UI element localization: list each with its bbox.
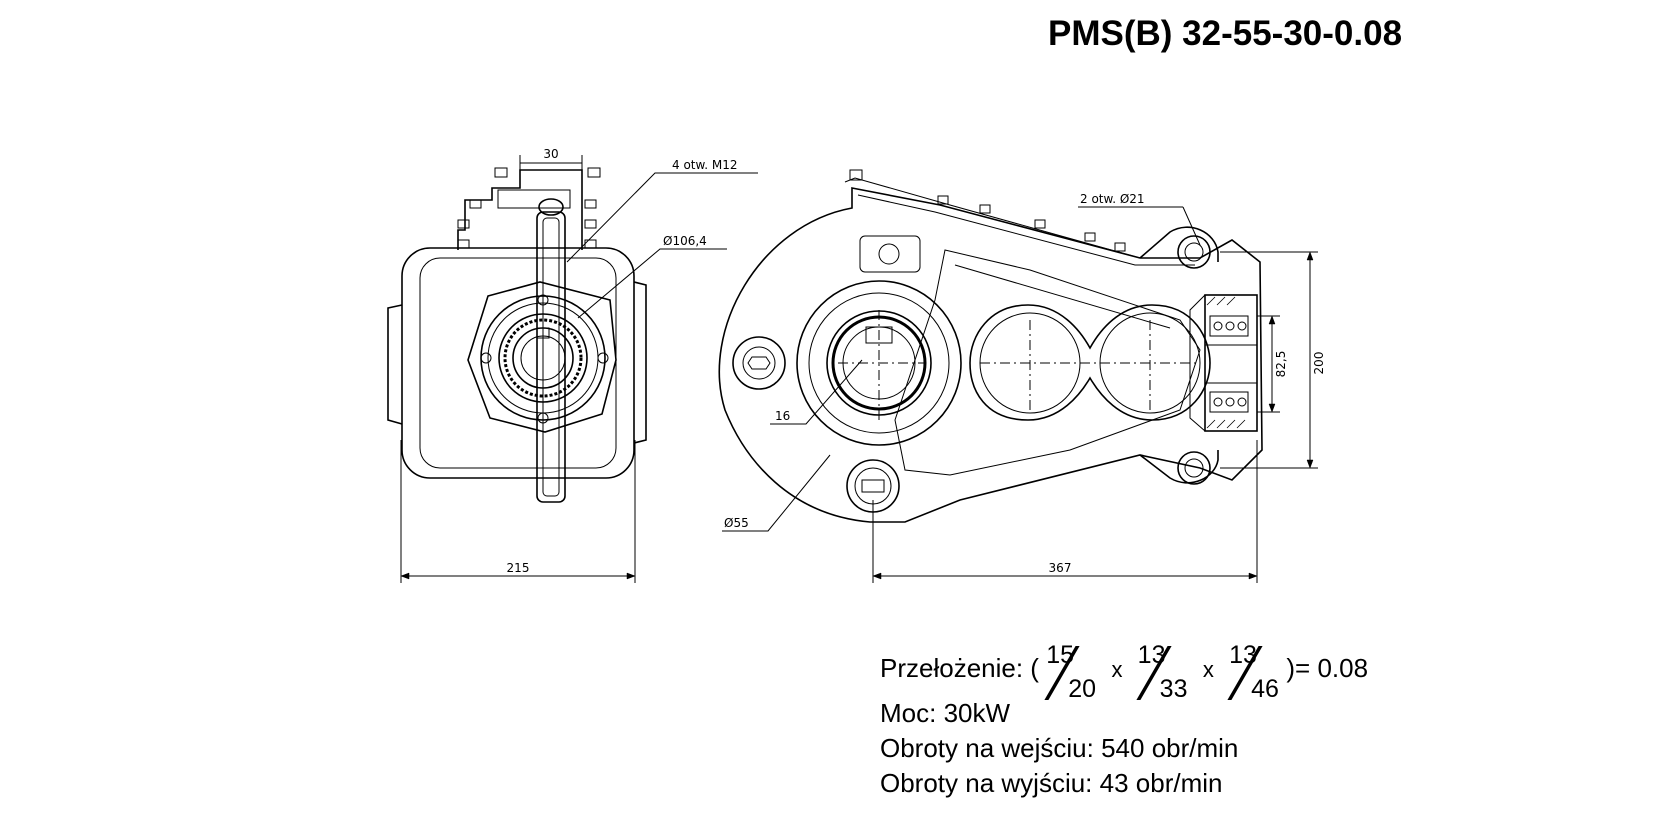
dim-front-height: 200: [1312, 352, 1326, 375]
dim-side-diameter: Ø106,4: [663, 234, 707, 248]
dim-side-width: 215: [507, 561, 530, 575]
dim-front-key: 16: [775, 409, 790, 423]
dim-front-inner: 82,5: [1274, 351, 1288, 378]
ratio-line: Przełożenie: ( 15 20 x 13 33 x 13 46 )= …: [880, 641, 1369, 703]
power-spec: Moc: 30kW: [880, 698, 1011, 728]
ratio-fraction-3: 13 46: [1227, 641, 1279, 703]
drawing-title: PMS(B) 32-55-30-0.08: [1048, 14, 1403, 53]
specs-block: Przełożenie: ( 15 20 x 13 33 x 13 46 )= …: [880, 641, 1369, 801]
ratio-label: Przełożenie: (: [880, 652, 1039, 683]
dim-front-shaft: Ø55: [724, 516, 749, 530]
ratio-result: )= 0.08: [1286, 652, 1369, 683]
side-view: [387, 155, 758, 583]
output-speed-spec: Obroty na wyjściu: 43 obr/min: [880, 768, 1223, 798]
ratio-times-1: x: [1111, 656, 1123, 682]
ratio-times-2: x: [1202, 656, 1214, 682]
dim-side-top-width: 30: [543, 147, 558, 161]
input-speed-spec: Obroty na wejściu: 540 obr/min: [880, 733, 1239, 763]
dim-side-holes: 4 otw. M12: [672, 158, 737, 172]
dim-front-length: 367: [1049, 561, 1072, 575]
ratio-fraction-1: 15 20: [1044, 641, 1097, 703]
ratio-fraction-2: 13 33: [1136, 641, 1188, 703]
front-view: [718, 169, 1318, 583]
dim-front-holes: 2 otw. Ø21: [1080, 192, 1145, 206]
